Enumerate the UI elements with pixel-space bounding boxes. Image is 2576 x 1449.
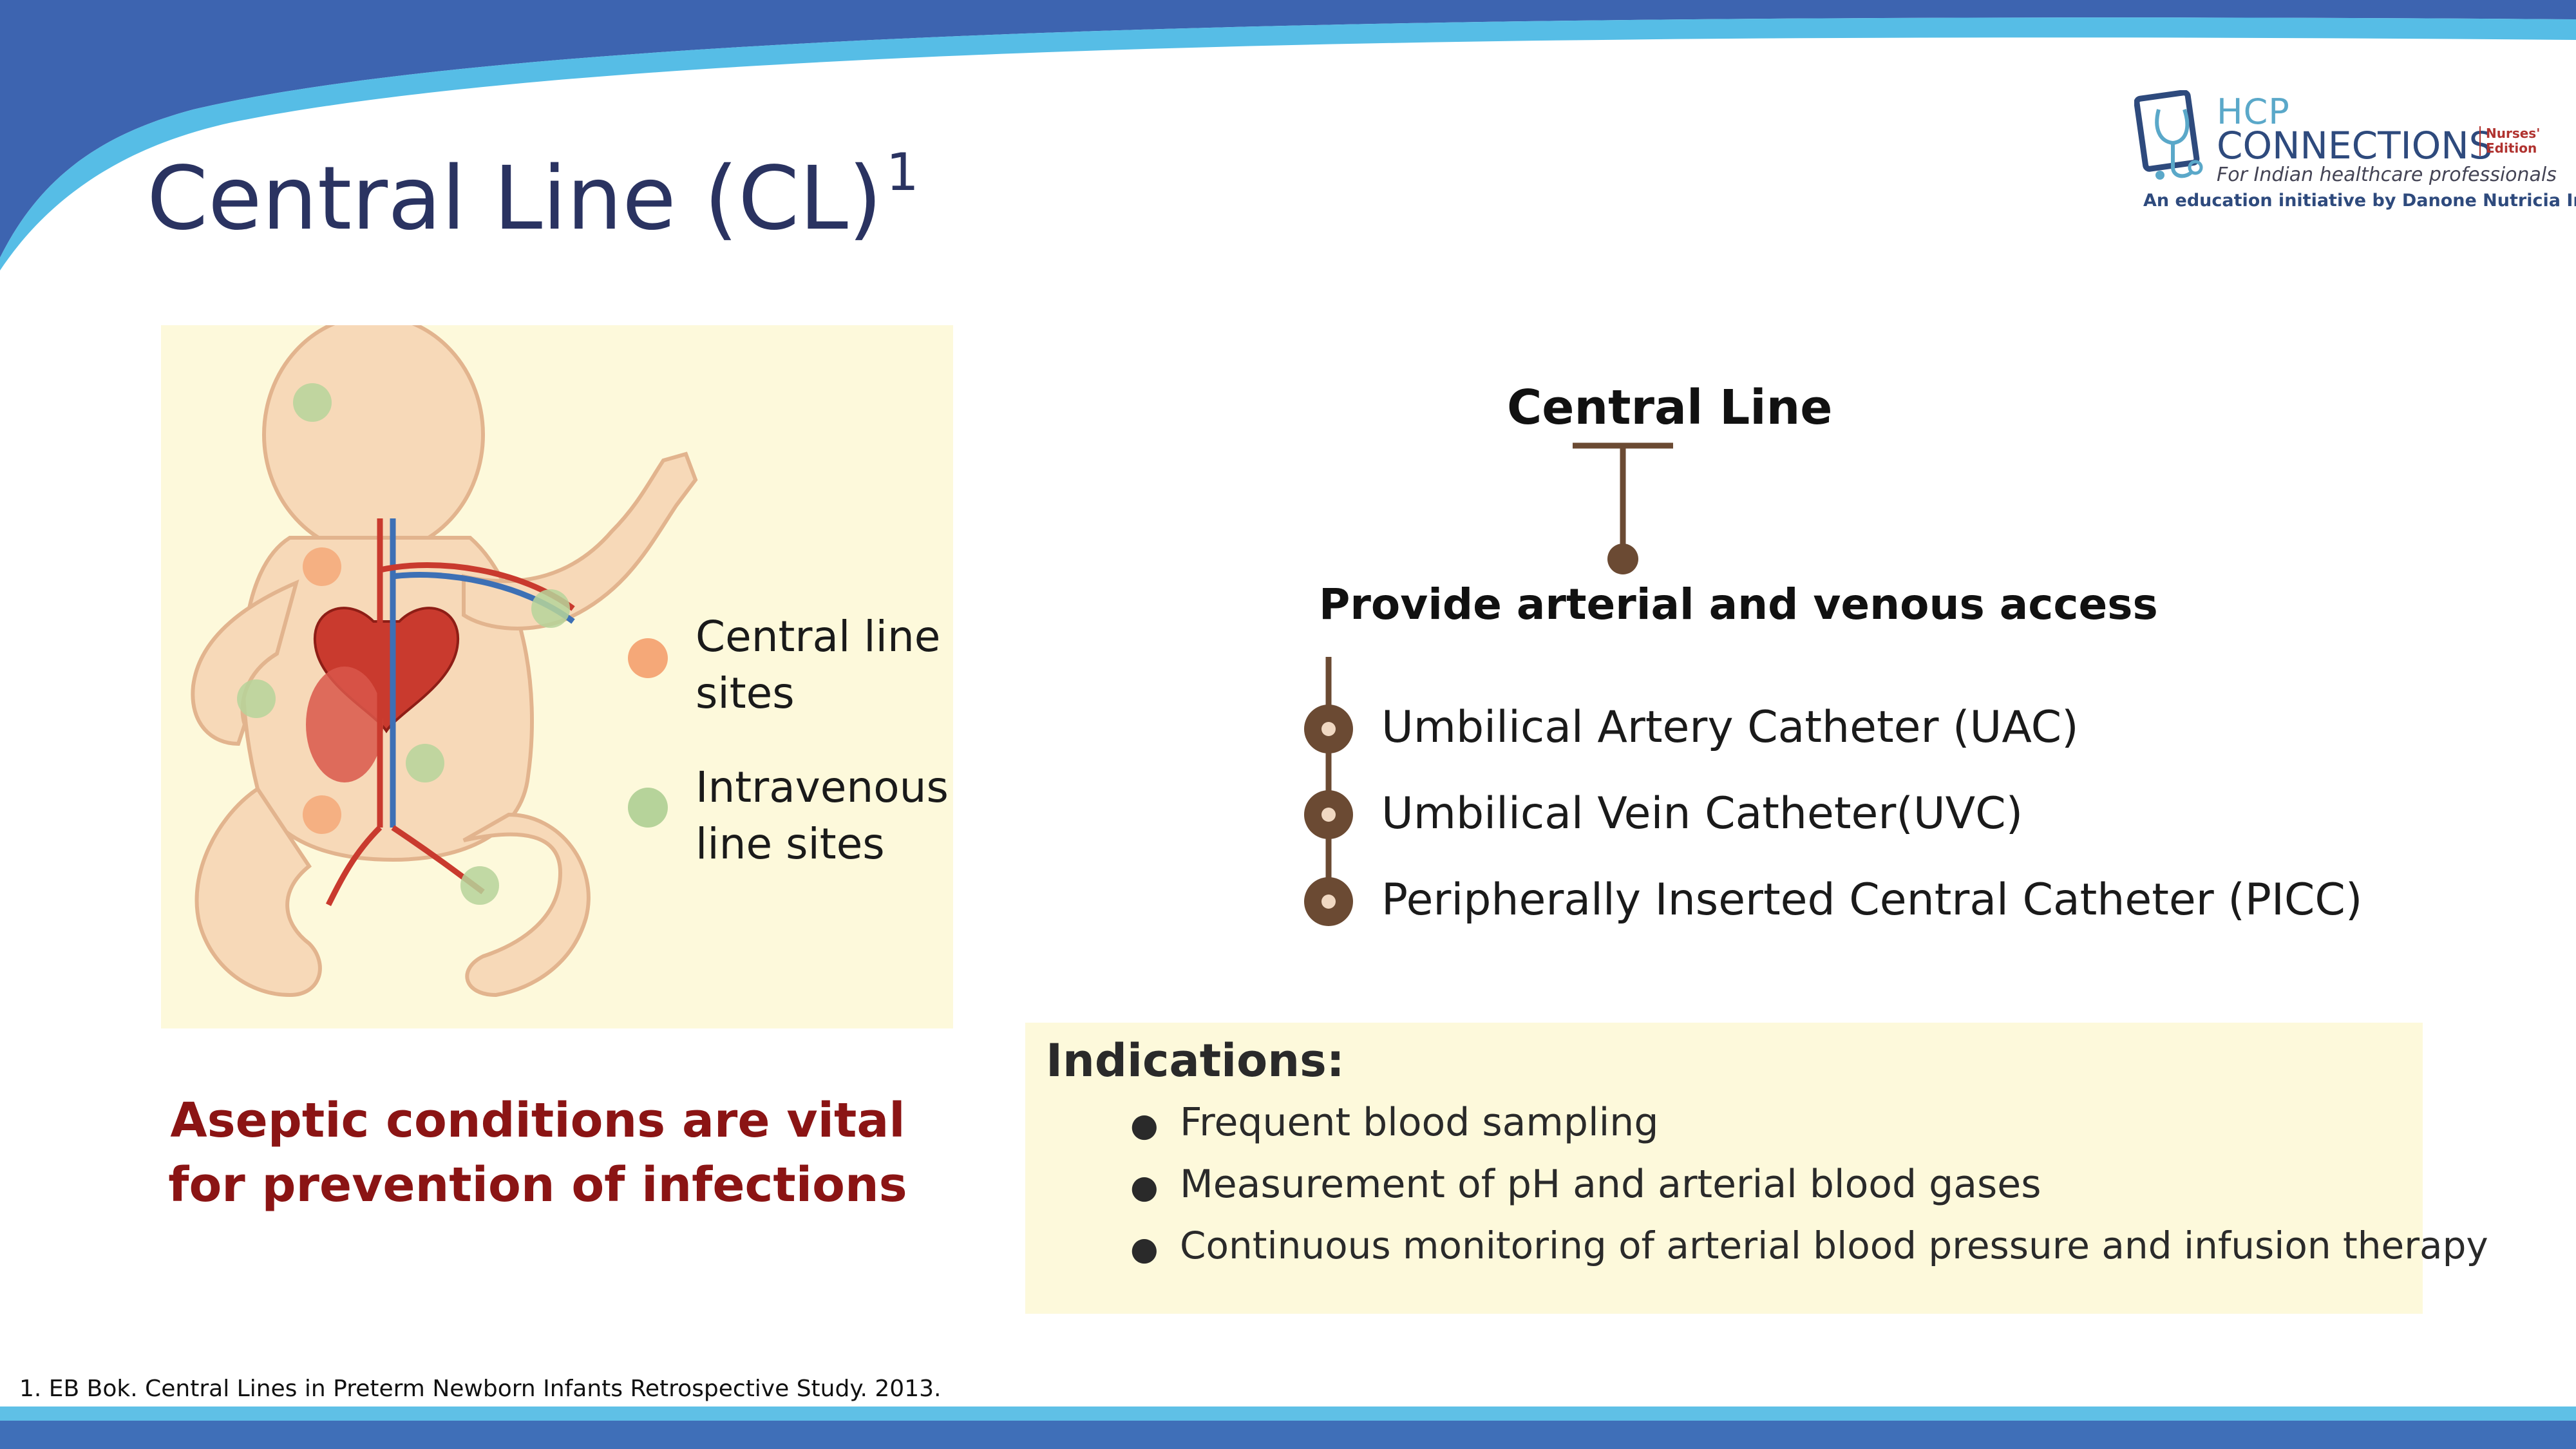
central-line-legend-label: Central line sites bbox=[696, 612, 941, 718]
infant-illustration-panel: Central line sites Intravenous line site… bbox=[161, 325, 953, 1028]
page-title-text: Central Line (CL) bbox=[147, 148, 882, 250]
catheter-item-picc: Peripherally Inserted Central Catheter (… bbox=[1381, 875, 2363, 925]
bullet-icon: ● bbox=[1130, 1230, 1159, 1267]
logo-tagline: For Indian healthcare professionals bbox=[2217, 164, 2557, 186]
header-wave-decoration bbox=[0, 0, 2576, 270]
indications-title: Indications: bbox=[1046, 1034, 1345, 1087]
diagram-title: Central Line bbox=[1507, 380, 1833, 435]
access-node bbox=[1607, 544, 1638, 574]
indication-item: Continuous monitoring of arterial blood … bbox=[1180, 1224, 2488, 1267]
reference-footnote: 1. EB Bok. Central Lines in Preterm Newb… bbox=[19, 1376, 942, 1402]
catheter-item-uac: Umbilical Artery Catheter (UAC) bbox=[1381, 702, 2079, 753]
hcp-connections-logo: HCP CONNECTIONS Nurses' Edition For Indi… bbox=[2132, 90, 2576, 219]
indication-item: Measurement of pH and arterial blood gas… bbox=[1180, 1162, 2041, 1207]
intravenous-legend-label: Intravenous line sites bbox=[696, 762, 949, 869]
footer-band-dark bbox=[0, 1421, 2576, 1449]
aseptic-conditions-note: Aseptic conditions are vital for prevent… bbox=[168, 1093, 907, 1213]
bullet-icon: ● bbox=[1130, 1106, 1159, 1144]
logo-hcp-text: HCP bbox=[2217, 91, 2290, 132]
intravenous-legend-swatch bbox=[628, 788, 668, 828]
indications-panel: Indications: ● Frequent blood sampling ●… bbox=[1025, 1023, 2488, 1314]
footer-band-light bbox=[0, 1406, 2576, 1421]
logo-edition-text: Nurses' Edition bbox=[2486, 126, 2541, 156]
central-line-tree-connector bbox=[1304, 442, 1673, 926]
catheter-node-picc bbox=[1304, 877, 1353, 926]
bullet-icon: ● bbox=[1130, 1168, 1159, 1206]
catheter-node-uac bbox=[1304, 705, 1353, 753]
catheter-item-uvc: Umbilical Vein Catheter(UVC) bbox=[1381, 788, 2023, 839]
central-line-legend-swatch bbox=[628, 638, 668, 678]
infant-circulation-illustration bbox=[191, 325, 698, 998]
page-title: Central Line (CL)1 bbox=[147, 142, 919, 252]
catheter-node-uvc bbox=[1304, 790, 1353, 839]
stethoscope-tablet-icon bbox=[2134, 90, 2203, 180]
logo-edition-badge: Nurses' Edition bbox=[2479, 126, 2544, 156]
footer-band bbox=[0, 1406, 2576, 1449]
access-label: Provide arterial and venous access bbox=[1319, 580, 2158, 629]
title-reference-marker: 1 bbox=[886, 142, 919, 202]
logo-connections-text: CONNECTIONS bbox=[2217, 124, 2493, 167]
indication-item: Frequent blood sampling bbox=[1180, 1100, 1659, 1145]
logo-initiative-text: An education initiative by Danone Nutric… bbox=[2143, 191, 2576, 211]
